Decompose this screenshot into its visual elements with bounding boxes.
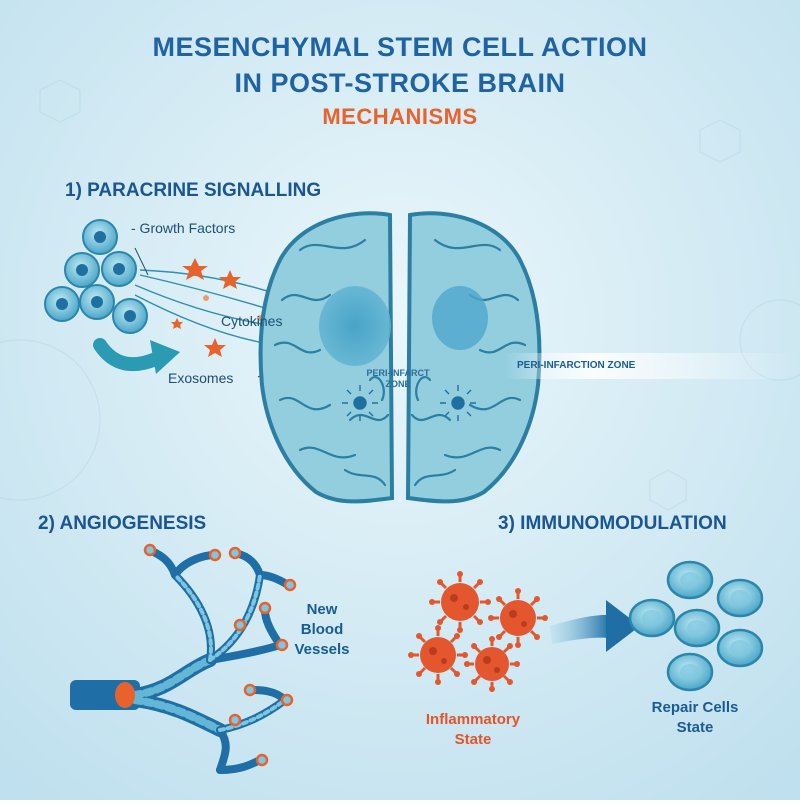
stem-cell (79, 284, 115, 320)
repair-cell (673, 608, 721, 648)
section-immunomodulation-heading: 3) IMMUNOMODULATION (498, 513, 727, 534)
repair-cell (666, 560, 714, 600)
new-blood-vessels-label: New Blood Vessels (287, 600, 357, 660)
blood-vessel-tree (70, 543, 297, 774)
cytokines-label: Cytokines (221, 313, 283, 329)
section-paracrine-heading: 1) PARACRINE SIGNALLING (65, 180, 322, 201)
exosomes-label: Exosomes (168, 370, 234, 386)
inflammatory-state-label: Inflammatory State (418, 710, 528, 750)
growth-factors-label: - Growth Factors (131, 220, 236, 236)
new-blood-vessels-line-3: Vessels (294, 641, 350, 658)
repair-cells (628, 560, 764, 692)
brain-right-hemisphere (405, 211, 542, 504)
secretion-arrowhead (150, 340, 180, 374)
repair-cells-state-label: Repair Cells State (640, 698, 750, 738)
section-angiogenesis-heading: 2) ANGIOGENESIS (38, 513, 207, 534)
peri-infarct-zone-line-1: PERI-INFARCT (366, 368, 430, 378)
virus-cell (429, 571, 491, 633)
peri-infarct-zone-line-2: ZONE (385, 379, 411, 389)
vessel-tips (143, 543, 297, 767)
infarct-area-left (319, 286, 391, 366)
stem-cell (112, 298, 148, 334)
brain (258, 211, 542, 504)
inflammatory-state-line-2: State (454, 731, 492, 748)
neuron-right (440, 385, 476, 421)
stem-cell (82, 219, 118, 255)
infarct-area-right (432, 286, 488, 350)
peri-infarction-band (505, 353, 795, 379)
virus-cell (464, 636, 520, 692)
neuron-left (342, 385, 378, 421)
stem-cell (44, 286, 80, 322)
stem-cell-cluster (44, 219, 148, 334)
repair-cells-state-line-2: State (676, 719, 714, 736)
title-line-2: IN POST-STROKE BRAIN (234, 68, 566, 98)
stem-cell (64, 252, 100, 288)
inflammatory-cells (408, 571, 548, 692)
repair-cells-state-line-1: Repair Cells (651, 699, 739, 716)
repair-cell (628, 598, 676, 638)
repair-cell (716, 578, 764, 618)
peri-infarct-zone-label: PERI-INFARCT ZONE (358, 368, 438, 390)
secretion-curved-arrow (93, 338, 165, 372)
inflammatory-state-line-1: Inflammatory (425, 711, 521, 728)
title-line-1: MESENCHYMAL STEM CELL ACTION (152, 32, 648, 62)
virus-cell (488, 588, 548, 648)
brain-left-hemisphere (258, 211, 395, 504)
stem-cell (101, 251, 137, 287)
virus-cell (408, 625, 468, 685)
new-blood-vessels-line-1: New (306, 601, 338, 618)
vessel-junction (115, 682, 135, 708)
repair-cell (716, 628, 764, 668)
repair-cell (666, 652, 714, 692)
brain-folds (273, 238, 527, 487)
peri-infarction-zone-label: PERI-INFARCTION ZONE (517, 360, 636, 371)
new-blood-vessels-line-2: Blood (300, 621, 344, 638)
subtitle: MECHANISMS (322, 104, 478, 129)
transition-arrow (550, 600, 640, 652)
background-molecule-decoration (0, 79, 800, 511)
